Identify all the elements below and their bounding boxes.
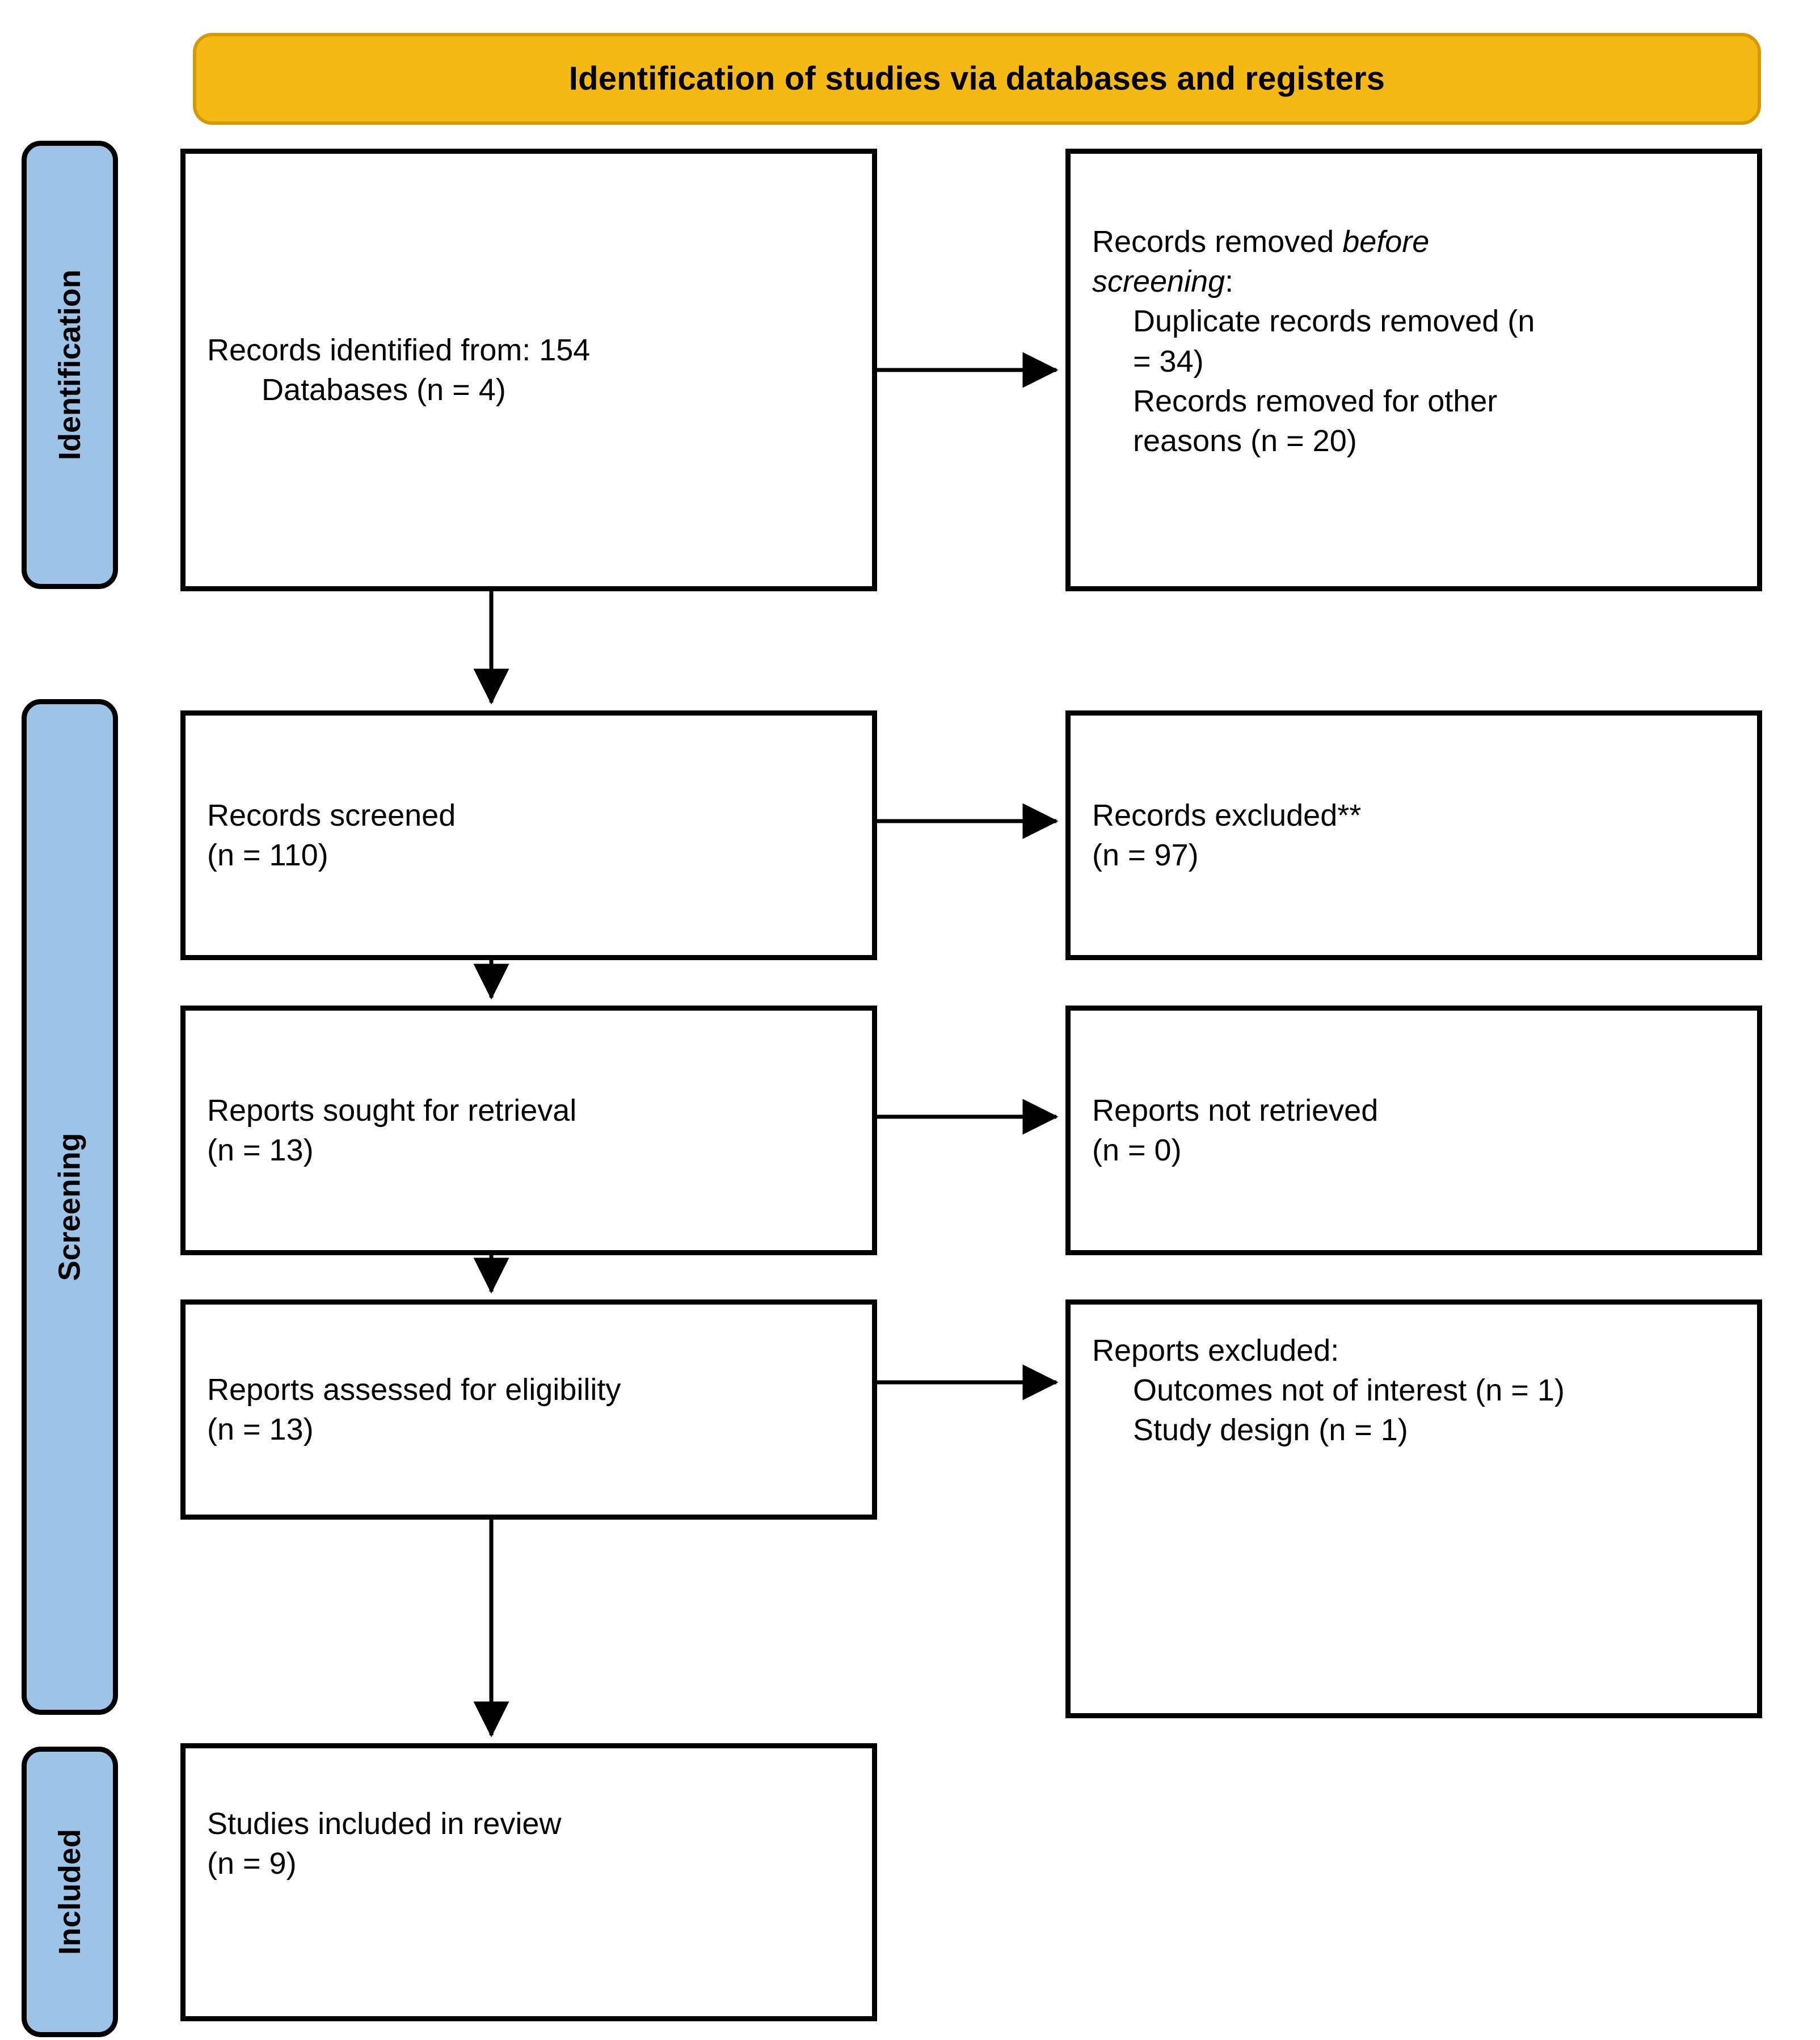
banner-title: Identification of studies via databases …: [568, 60, 1385, 98]
studies-included-line-1: Studies included in review: [207, 1807, 562, 1841]
box-records-removed-before-screening: Records removed before screening: Duplic…: [1065, 149, 1762, 591]
records-excluded-line-2: (n = 97): [1092, 838, 1199, 872]
box-records-identified: Records identified from: 154 Databases (…: [180, 149, 877, 591]
diagram-header-banner: Identification of studies via databases …: [193, 33, 1761, 125]
records-removed-line-1-italic: before: [1342, 225, 1430, 259]
records-removed-line-6: reasons (n = 20): [1133, 423, 1357, 458]
records-removed-line-1: Records removed before: [1092, 222, 1735, 262]
reports-excluded-line-2: Outcomes not of interest (n = 1): [1133, 1373, 1565, 1408]
stage-label-included-text: Included: [53, 1828, 87, 1955]
records-removed-line-2: screening:: [1092, 262, 1735, 301]
records-removed-line-4: = 34): [1133, 344, 1204, 378]
records-removed-line-3: Duplicate records removed (n: [1133, 304, 1535, 339]
records-screened-line-1: Records screened: [207, 798, 456, 832]
records-identified-line-2: Databases (n = 4): [262, 373, 506, 407]
reports-sought-line-1: Reports sought for retrieval: [207, 1093, 577, 1128]
box-records-screened: Records screened (n = 110): [180, 710, 877, 960]
records-identified-line-1: Records identified from: 154: [207, 333, 591, 367]
reports-assessed-line-1: Reports assessed for eligibility: [207, 1372, 621, 1407]
records-removed-line-5: Records removed for other: [1133, 384, 1498, 418]
reports-sought-line-2: (n = 13): [207, 1133, 314, 1167]
stage-label-included: Included: [22, 1747, 118, 2037]
records-screened-line-2: (n = 110): [207, 838, 328, 872]
records-removed-line-1-plain: Records removed: [1092, 225, 1343, 259]
reports-not-retrieved-line-1: Reports not retrieved: [1092, 1093, 1379, 1128]
stage-label-screening-text: Screening: [53, 1133, 87, 1281]
records-removed-line-2-italic: screening: [1092, 264, 1225, 299]
records-excluded-line-1: Records excluded**: [1092, 798, 1362, 832]
reports-assessed-line-2: (n = 13): [207, 1412, 314, 1446]
box-reports-not-retrieved: Reports not retrieved (n = 0): [1065, 1006, 1762, 1255]
reports-excluded-line-1: Reports excluded:: [1092, 1334, 1339, 1368]
box-reports-excluded: Reports excluded: Outcomes not of intere…: [1065, 1299, 1762, 1718]
box-studies-included-in-review: Studies included in review (n = 9): [180, 1743, 877, 2021]
reports-not-retrieved-line-2: (n = 0): [1092, 1133, 1182, 1167]
reports-excluded-line-3: Study design (n = 1): [1133, 1413, 1408, 1448]
box-reports-assessed-for-eligibility: Reports assessed for eligibility (n = 13…: [180, 1299, 877, 1520]
records-removed-line-2-plain: :: [1225, 264, 1234, 299]
stage-label-identification: Identification: [22, 141, 118, 589]
stage-label-screening: Screening: [22, 699, 118, 1715]
box-records-excluded: Records excluded** (n = 97): [1065, 710, 1762, 960]
studies-included-line-2: (n = 9): [207, 1846, 297, 1881]
box-reports-sought-for-retrieval: Reports sought for retrieval (n = 13): [180, 1006, 877, 1255]
stage-label-identification-text: Identification: [53, 270, 87, 460]
